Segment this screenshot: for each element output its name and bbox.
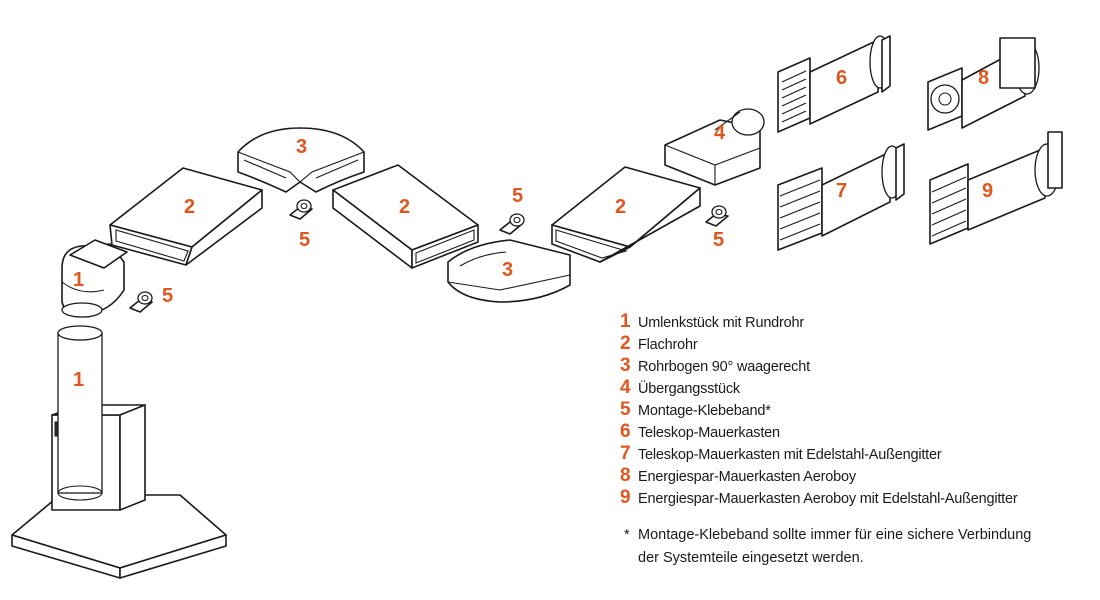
label-9: 9 — [982, 180, 993, 202]
label-5: 5 — [162, 285, 173, 307]
footnote-line-1: * Montage-Klebeband sollte immer für eine… — [624, 524, 1094, 547]
label-1: 1 — [73, 269, 84, 291]
legend-item: 2 Flachrohr — [620, 333, 1090, 355]
footnote-text-2: der Systemteile eingesetzt werden. — [638, 550, 864, 566]
legend-number: 1 — [620, 311, 631, 332]
legend: 1 Umlenkstück mit Rundrohr 2 Flachrohr 3 Ro… — [620, 311, 1090, 509]
legend-text: Übergangsstück — [638, 381, 740, 397]
label-1: 1 — [73, 369, 84, 391]
label-5: 5 — [512, 185, 523, 207]
legend-number: 7 — [620, 443, 631, 464]
tape-roll — [289, 199, 313, 220]
legend-text: Rohrbogen 90° waagerecht — [638, 359, 810, 375]
legend-number: 2 — [620, 333, 631, 354]
bend-90 — [447, 239, 571, 303]
legend-text: Montage-Klebeband* — [638, 403, 771, 419]
part-numbers: 1 1 2 2 2 3 3 4 5 5 5 5 6 7 8 9 — [73, 67, 993, 391]
wall-box-7 — [777, 143, 905, 251]
flat-pipe — [332, 164, 479, 269]
footnote: * Montage-Klebeband sollte immer für eine… — [624, 524, 1094, 570]
legend-item: 7 Teleskop-Mauerkasten mit Edelstahl-Auße… — [620, 443, 1090, 465]
legend-item: 1 Umlenkstück mit Rundrohr — [620, 311, 1090, 333]
legend-number: 9 — [620, 487, 631, 508]
flat-pipe — [109, 167, 263, 266]
legend-number: 5 — [620, 399, 631, 420]
legend-text: Umlenkstück mit Rundrohr — [638, 315, 805, 331]
label-6: 6 — [836, 67, 847, 89]
legend-item: 3 Rohrbogen 90° waagerecht — [620, 355, 1090, 377]
label-2: 2 — [615, 196, 626, 218]
legend-text: Flachrohr — [638, 337, 698, 353]
wall-box-8 — [927, 37, 1040, 131]
label-8: 8 — [978, 67, 989, 89]
label-5: 5 — [299, 229, 310, 251]
legend-text: Energiespar-Mauerkasten Aeroboy mit Edel… — [638, 491, 1018, 507]
transition-piece — [664, 108, 765, 186]
tape-roll — [129, 291, 153, 313]
label-3: 3 — [502, 259, 513, 281]
label-2: 2 — [184, 196, 195, 218]
legend-text: Teleskop-Mauerkasten mit Edelstahl-Außen… — [638, 447, 942, 463]
label-4: 4 — [714, 122, 726, 144]
label-2: 2 — [399, 196, 410, 218]
legend-number: 3 — [620, 355, 631, 376]
legend-item: 8 Energiespar-Mauerkasten Aeroboy — [620, 465, 1090, 487]
elbow-piece-1 — [61, 239, 128, 318]
legend-number: 8 — [620, 465, 631, 486]
tape-roll — [705, 205, 729, 227]
legend-text: Teleskop-Mauerkasten — [638, 425, 780, 441]
wall-box-6 — [777, 35, 891, 133]
legend-text: Energiespar-Mauerkasten Aeroboy — [638, 469, 856, 485]
legend-number: 6 — [620, 421, 631, 442]
label-5: 5 — [713, 229, 724, 251]
label-7: 7 — [836, 180, 847, 202]
legend-number: 4 — [620, 377, 631, 398]
legend-item: 4 Übergangsstück — [620, 377, 1090, 399]
tape-roll — [499, 213, 525, 235]
legend-item: 9 Energiespar-Mauerkasten Aeroboy mit Ede… — [620, 487, 1090, 509]
legend-item: 5 Montage-Klebeband* — [620, 399, 1090, 421]
footnote-star: * — [624, 527, 630, 543]
flat-pipe — [551, 166, 701, 263]
bend-90 — [237, 127, 365, 193]
footnote-text-1: Montage-Klebeband sollte immer für eine … — [638, 527, 1032, 543]
legend-item: 6 Teleskop-Mauerkasten — [620, 421, 1090, 443]
label-3: 3 — [296, 136, 307, 158]
wall-box-9 — [929, 131, 1063, 245]
round-pipe — [57, 325, 103, 501]
cooker-hood — [11, 404, 227, 579]
